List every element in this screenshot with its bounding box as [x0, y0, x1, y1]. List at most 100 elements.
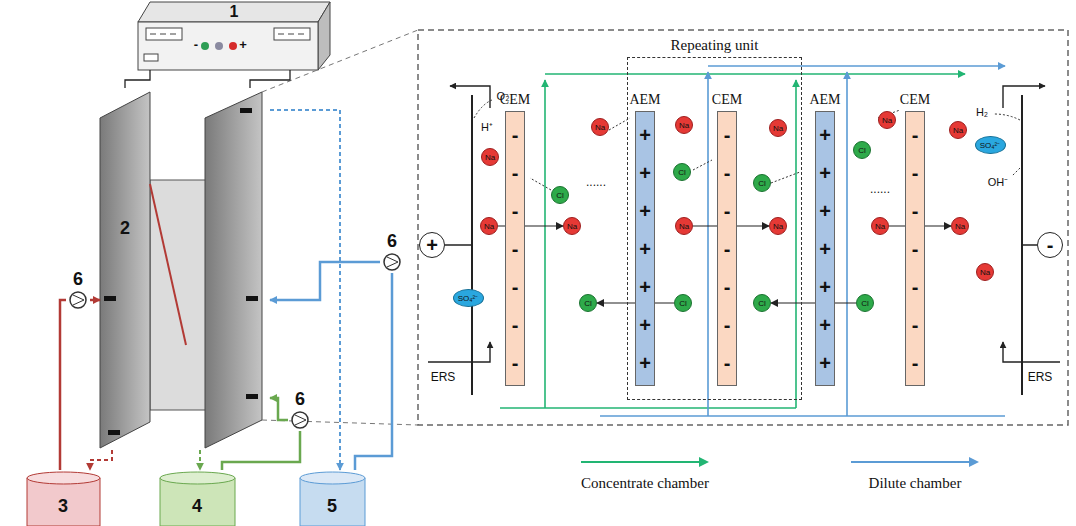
- power-supply: [138, 2, 330, 70]
- callout-number: 3: [58, 496, 68, 516]
- connector: [125, 70, 150, 88]
- electrodialysis-stack-part: [205, 92, 262, 448]
- ion: Na: [951, 217, 969, 235]
- apparatus-part: 5: [300, 470, 365, 526]
- pump-symbol: [288, 409, 312, 431]
- legend-item: Concentrate chamber: [579, 456, 711, 492]
- electrodialysis-stack-part: [100, 92, 150, 448]
- ion: Cl: [753, 174, 771, 192]
- ion-symbol: Na: [773, 222, 783, 231]
- electrodialysis-stack-part: [108, 430, 120, 435]
- electrode-rinse-flow-part: [1003, 342, 1060, 362]
- annotation: H⁺: [481, 121, 493, 133]
- ion-motion-arrow-part: [771, 172, 800, 183]
- concentrate-flow: [500, 74, 965, 408]
- annotation: OH⁻: [988, 176, 1009, 188]
- tank-part: [160, 478, 235, 526]
- membrane-label: CEM: [900, 92, 930, 108]
- membrane-label: AEM: [629, 92, 660, 108]
- legend-text: Concentrate chamber: [579, 474, 711, 492]
- pump-symbol: [66, 289, 90, 311]
- ion-exchange-membrane: CEM- - - - - - -: [709, 90, 746, 385]
- ion: Cl: [674, 294, 692, 312]
- electrode-part: [1022, 244, 1037, 246]
- tank-part: [300, 472, 365, 484]
- annotation: ERS: [431, 371, 456, 384]
- membrane-label: AEM: [809, 92, 840, 108]
- ion: Na: [675, 116, 693, 134]
- fixed-charge-signs: - - - - - - -: [912, 116, 919, 382]
- zoom-outline-part: [418, 30, 1068, 425]
- pump: 6: [288, 389, 312, 431]
- membrane-body: - - - - - - -: [717, 111, 737, 386]
- ion-symbol: Na: [679, 222, 689, 231]
- pump-mark: [73, 295, 84, 305]
- ion-symbol: Cl: [556, 191, 564, 200]
- ion-symbol: Na: [882, 116, 892, 125]
- zoom-outline-part: [262, 30, 418, 92]
- ion: Na: [481, 148, 499, 166]
- ion: SO₄²⁻: [975, 136, 1006, 154]
- ion-symbol: Na: [980, 268, 990, 277]
- apparatus-part: 3: [27, 470, 100, 526]
- ion-symbol: Cl: [758, 179, 766, 188]
- membrane-body: + + + + + + +: [815, 111, 835, 386]
- callout-number: 6: [380, 231, 404, 251]
- dilute-flow-part: [846, 72, 848, 416]
- legend-arrowhead: [699, 457, 709, 467]
- tank-part: [160, 472, 235, 484]
- ion-motion-arrow-part: [994, 114, 1020, 120]
- legend-line: [851, 461, 971, 463]
- ion-exchange-membrane: CEM - - - - - - -: [897, 90, 934, 385]
- ion-symbol: Na: [484, 222, 494, 231]
- ion-symbol: SO₄²⁻: [980, 141, 1001, 150]
- ion-symbol: Cl: [584, 299, 592, 308]
- pump-mark: [295, 415, 306, 425]
- membrane-body: + + + + + + +: [635, 111, 655, 386]
- electrodialysis-stack-part: [104, 296, 116, 301]
- callout-number: 4: [192, 496, 202, 516]
- power-supply-part: [201, 42, 209, 50]
- ion: Na: [949, 121, 967, 139]
- legend-text: Dilute chamber: [849, 474, 981, 492]
- ion: Na: [675, 217, 693, 235]
- electrode-part: [445, 244, 472, 246]
- membrane-body: - - - - - - -: [505, 111, 525, 386]
- pump-mark: [387, 257, 398, 267]
- callout-number: 6: [66, 269, 90, 289]
- ion-motion-arrow-part: [530, 178, 551, 190]
- fixed-charge-signs: - - - - - - -: [512, 116, 519, 382]
- power-supply-part: [229, 42, 237, 50]
- electrode-rinse-flow-part: [1003, 86, 1045, 108]
- ion-symbol: Na: [953, 126, 963, 135]
- fixed-charge-signs: - - - - - - -: [724, 116, 731, 382]
- pump-body: [292, 412, 308, 428]
- ion: Cl: [551, 186, 569, 204]
- apparatus-part: 4: [160, 470, 235, 526]
- tank-part: [27, 478, 100, 526]
- ion: Cl: [856, 294, 874, 312]
- legend-item: Dilute chamber: [849, 456, 981, 492]
- power-supply-part: [150, 34, 304, 35]
- electrodialysis-stack-part: [150, 184, 186, 345]
- connector: [90, 299, 100, 302]
- ion: Na: [976, 263, 994, 281]
- ion-symbol: Cl: [678, 168, 686, 177]
- ion: Na: [871, 217, 889, 235]
- ion-symbol: Cl: [679, 299, 687, 308]
- electrode: [445, 95, 1037, 395]
- legend-sample: [579, 456, 711, 468]
- dilute-flow-part: [708, 65, 1005, 67]
- callout-number: 2: [120, 218, 130, 238]
- power-supply-part: [138, 2, 330, 22]
- ion-exchange-membrane: CEM- - - - - - -: [497, 90, 534, 385]
- ion-motion-arrow-part: [474, 100, 492, 118]
- ion-exchange-membrane: AEM + + + + + + +: [626, 90, 664, 385]
- ion: Na: [563, 217, 581, 235]
- pump-symbol: [380, 251, 404, 273]
- ion-symbol: Na: [485, 153, 495, 162]
- concentrate-flow-part: [544, 80, 546, 408]
- ion-symbol: Na: [875, 222, 885, 231]
- legend-line: [581, 461, 701, 463]
- annotation: ......: [586, 176, 606, 189]
